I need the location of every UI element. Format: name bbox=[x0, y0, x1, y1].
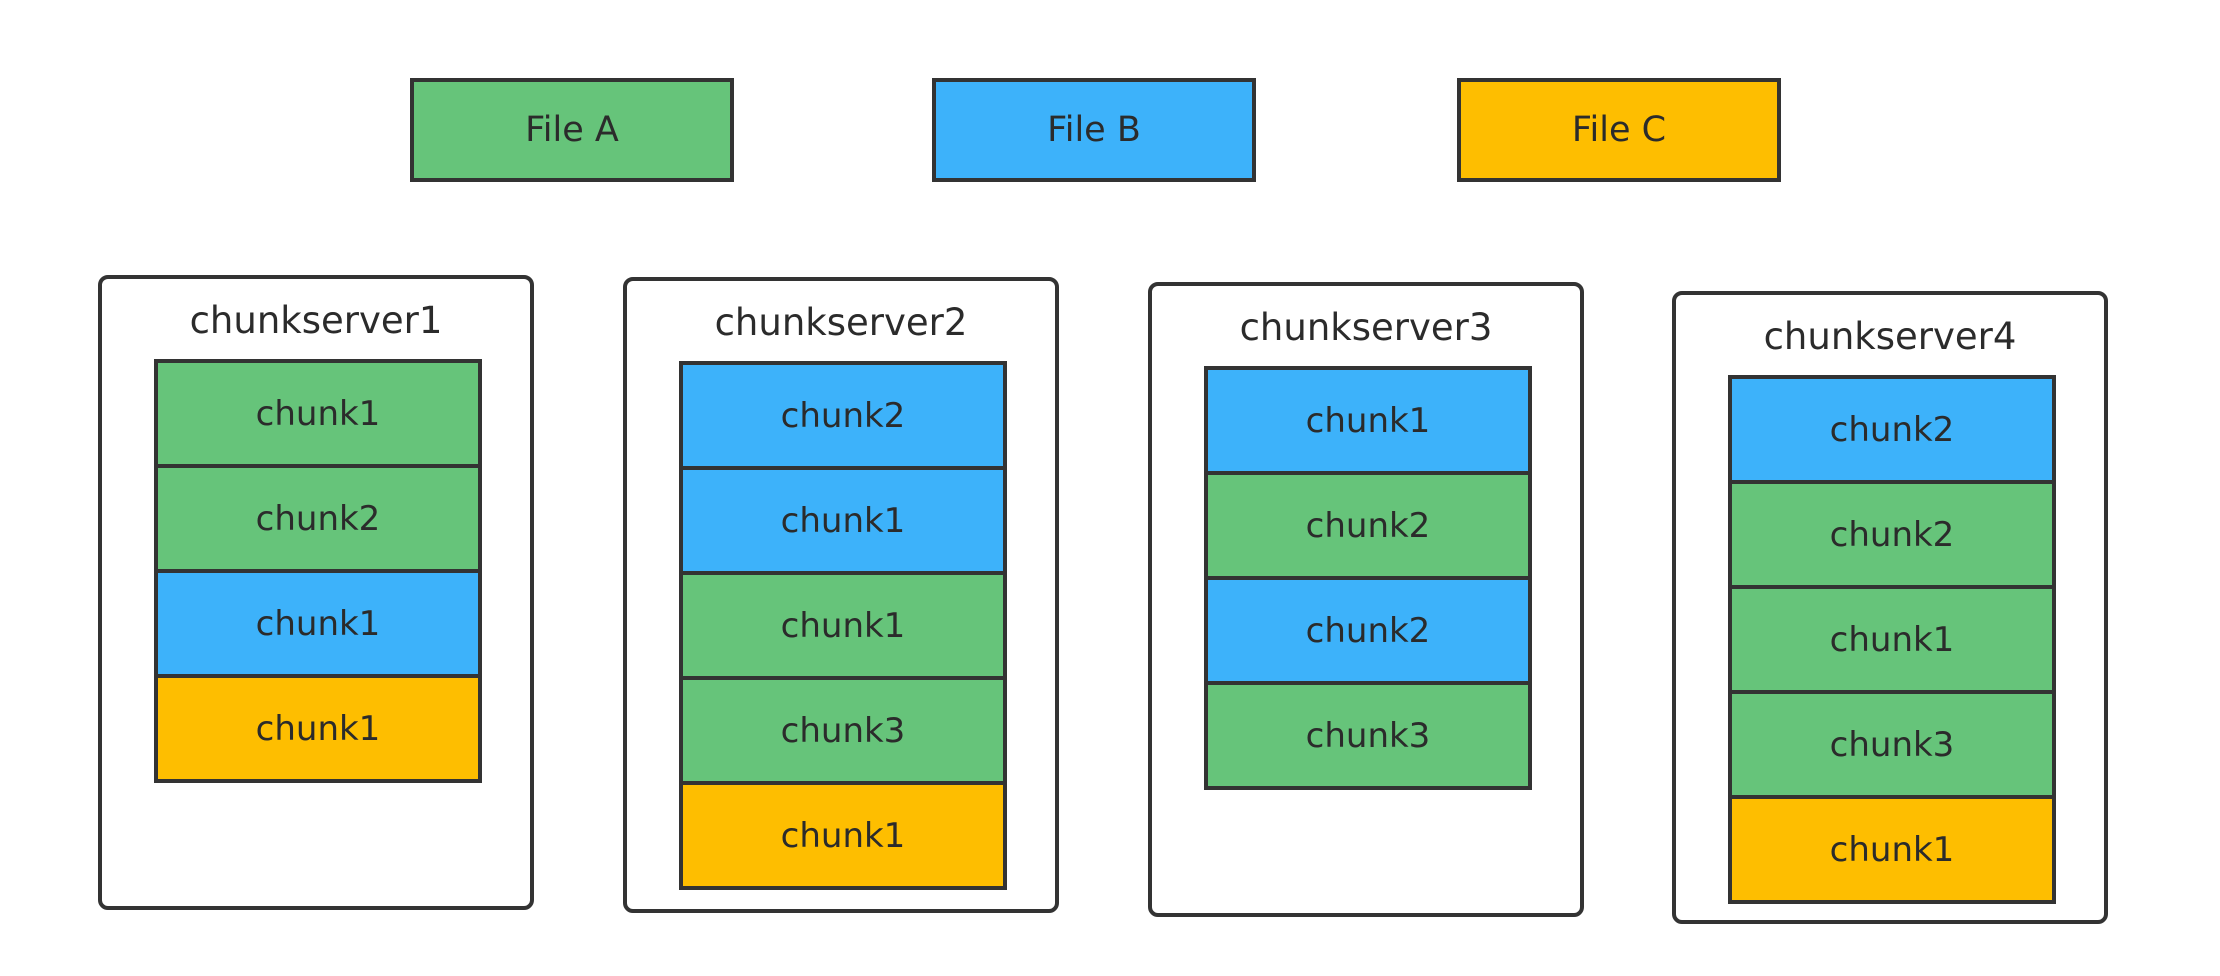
chunk-block-file-a: chunk2 bbox=[1208, 475, 1528, 580]
chunk-block-file-a: chunk1 bbox=[683, 575, 1003, 680]
legend-file-b-label: File B bbox=[1047, 110, 1141, 150]
legend-file-b: File B bbox=[932, 78, 1256, 182]
legend-file-c: File C bbox=[1457, 78, 1781, 182]
chunk-block-file-b: chunk1 bbox=[158, 573, 478, 678]
chunk-block-file-a: chunk2 bbox=[158, 468, 478, 573]
chunk-block-file-a: chunk3 bbox=[1208, 685, 1528, 790]
chunk-block-file-a: chunk3 bbox=[683, 680, 1003, 785]
chunkserver-1-title: chunkserver1 bbox=[189, 299, 443, 342]
chunk-block-file-b: chunk2 bbox=[1732, 379, 2052, 484]
chunk-block-file-b: chunk2 bbox=[683, 365, 1003, 470]
chunkserver-3-title: chunkserver3 bbox=[1239, 306, 1493, 349]
chunk-block-file-c: chunk1 bbox=[158, 678, 478, 783]
chunk-block-file-c: chunk1 bbox=[683, 785, 1003, 890]
legend-file-c-label: File C bbox=[1571, 110, 1667, 150]
chunk-block-file-a: chunk3 bbox=[1732, 694, 2052, 799]
chunk-block-file-a: chunk1 bbox=[158, 363, 478, 468]
chunk-block-file-b: chunk1 bbox=[683, 470, 1003, 575]
chunk-block-file-b: chunk1 bbox=[1208, 370, 1528, 475]
legend-file-a-label: File A bbox=[525, 110, 619, 150]
chunk-block-file-c: chunk1 bbox=[1732, 799, 2052, 904]
chunk-block-file-a: chunk1 bbox=[1732, 589, 2052, 694]
chunkserver-4-title: chunkserver4 bbox=[1763, 315, 2017, 358]
chunk-block-file-a: chunk2 bbox=[1732, 484, 2052, 589]
legend-file-a: File A bbox=[410, 78, 734, 182]
chunkserver-2-title: chunkserver2 bbox=[714, 301, 968, 344]
chunk-block-file-b: chunk2 bbox=[1208, 580, 1528, 685]
